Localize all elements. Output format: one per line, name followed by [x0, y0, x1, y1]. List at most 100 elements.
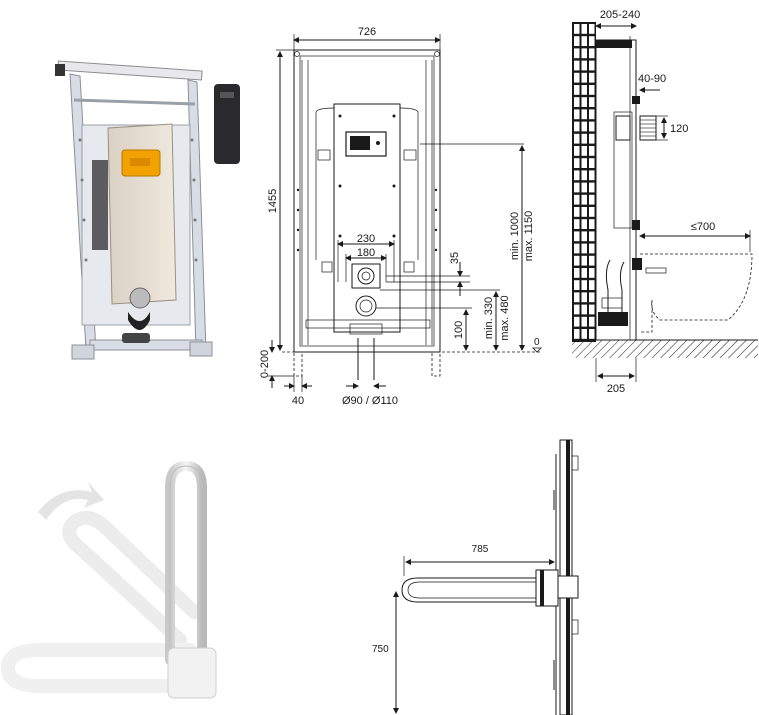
brick — [574, 219, 580, 229]
brick — [581, 207, 587, 217]
brick — [581, 60, 587, 71]
brick — [581, 304, 587, 315]
drain-max-label: max. 480 — [499, 295, 511, 340]
offset-40-90-label: 40-90 — [638, 73, 666, 85]
spacing-230-label: 230 — [357, 233, 375, 245]
brick — [589, 182, 595, 193]
brick — [574, 304, 580, 315]
brick — [574, 231, 580, 242]
brick — [574, 255, 580, 266]
brick — [589, 316, 595, 327]
brick — [581, 85, 587, 95]
brick — [581, 219, 587, 229]
brick — [581, 72, 587, 83]
brick — [589, 97, 595, 107]
brick — [574, 243, 580, 254]
brick — [581, 329, 587, 339]
brick — [581, 109, 587, 120]
brick-wall — [572, 22, 596, 342]
offset-35-label: 35 — [449, 252, 461, 264]
brick — [581, 255, 587, 266]
wall-depth-label: 205-240 — [600, 9, 640, 21]
grab-bar-photo — [0, 460, 217, 699]
brick — [574, 280, 580, 290]
spacing-180-label: 180 — [357, 247, 375, 259]
brick — [581, 121, 587, 132]
brick — [581, 146, 587, 156]
brick — [589, 268, 595, 278]
brick — [574, 36, 580, 46]
frame-photo — [55, 60, 240, 360]
brick — [581, 48, 587, 59]
brick — [574, 146, 580, 156]
frame-front-drawing: 726 — [259, 26, 542, 407]
brick — [589, 85, 595, 95]
brick — [589, 292, 595, 303]
foot-40-label: 40 — [292, 395, 304, 407]
brick — [574, 316, 580, 327]
brick — [589, 60, 595, 71]
brick — [589, 231, 595, 242]
brick — [589, 109, 595, 120]
brick — [589, 36, 595, 46]
brick — [574, 72, 580, 83]
brick — [574, 48, 580, 59]
brick — [581, 268, 587, 278]
brick — [581, 243, 587, 254]
brick — [574, 329, 580, 339]
drain-min-label: min. 330 — [483, 297, 495, 339]
brick — [581, 231, 587, 242]
brick — [589, 146, 595, 156]
height-120-label: 120 — [670, 123, 688, 135]
brick — [589, 72, 595, 83]
brick — [581, 24, 587, 34]
brick — [581, 316, 587, 327]
brick — [589, 219, 595, 229]
zero-label: 0 — [534, 337, 540, 348]
brick — [589, 170, 595, 181]
brick — [574, 268, 580, 278]
drain-100-label: 100 — [453, 321, 465, 339]
outlet-max-label: max. 1150 — [523, 211, 535, 262]
grab-height-label: 750 — [372, 644, 389, 655]
brick — [581, 36, 587, 46]
grab-bar-drawing: 785 750 — [372, 439, 579, 715]
frame-side-drawing: 205-240 40-90 120 ≤700 — [572, 9, 758, 395]
outlet-min-label: min. 1000 — [509, 212, 521, 260]
brick — [589, 329, 595, 339]
brick — [589, 133, 595, 144]
width-726-label: 726 — [358, 26, 376, 38]
brick — [589, 24, 595, 34]
height-1455-label: 1455 — [267, 189, 279, 213]
brick — [581, 158, 587, 168]
brick — [574, 292, 580, 303]
brick — [574, 170, 580, 181]
brick — [574, 97, 580, 107]
brick — [574, 194, 580, 205]
brick — [574, 109, 580, 120]
pipe-diameter-label: Ø90 / Ø110 — [342, 395, 398, 407]
brick — [589, 48, 595, 59]
brick — [581, 194, 587, 205]
brick — [581, 292, 587, 303]
brick — [574, 207, 580, 217]
bowl-depth-label: ≤700 — [691, 221, 715, 233]
brick — [581, 182, 587, 193]
brick — [574, 182, 580, 193]
brick — [589, 243, 595, 254]
brick — [581, 97, 587, 107]
brick — [589, 280, 595, 290]
brick — [589, 207, 595, 217]
brick — [574, 85, 580, 95]
brick — [589, 121, 595, 132]
brick — [574, 121, 580, 132]
brick — [589, 158, 595, 168]
brick — [574, 133, 580, 144]
brick — [589, 255, 595, 266]
foot-range-label: 0-200 — [259, 350, 271, 378]
brick — [581, 170, 587, 181]
base-205-label: 205 — [607, 383, 625, 395]
brick — [574, 24, 580, 34]
grab-length-label: 785 — [472, 544, 489, 555]
brick — [589, 304, 595, 315]
